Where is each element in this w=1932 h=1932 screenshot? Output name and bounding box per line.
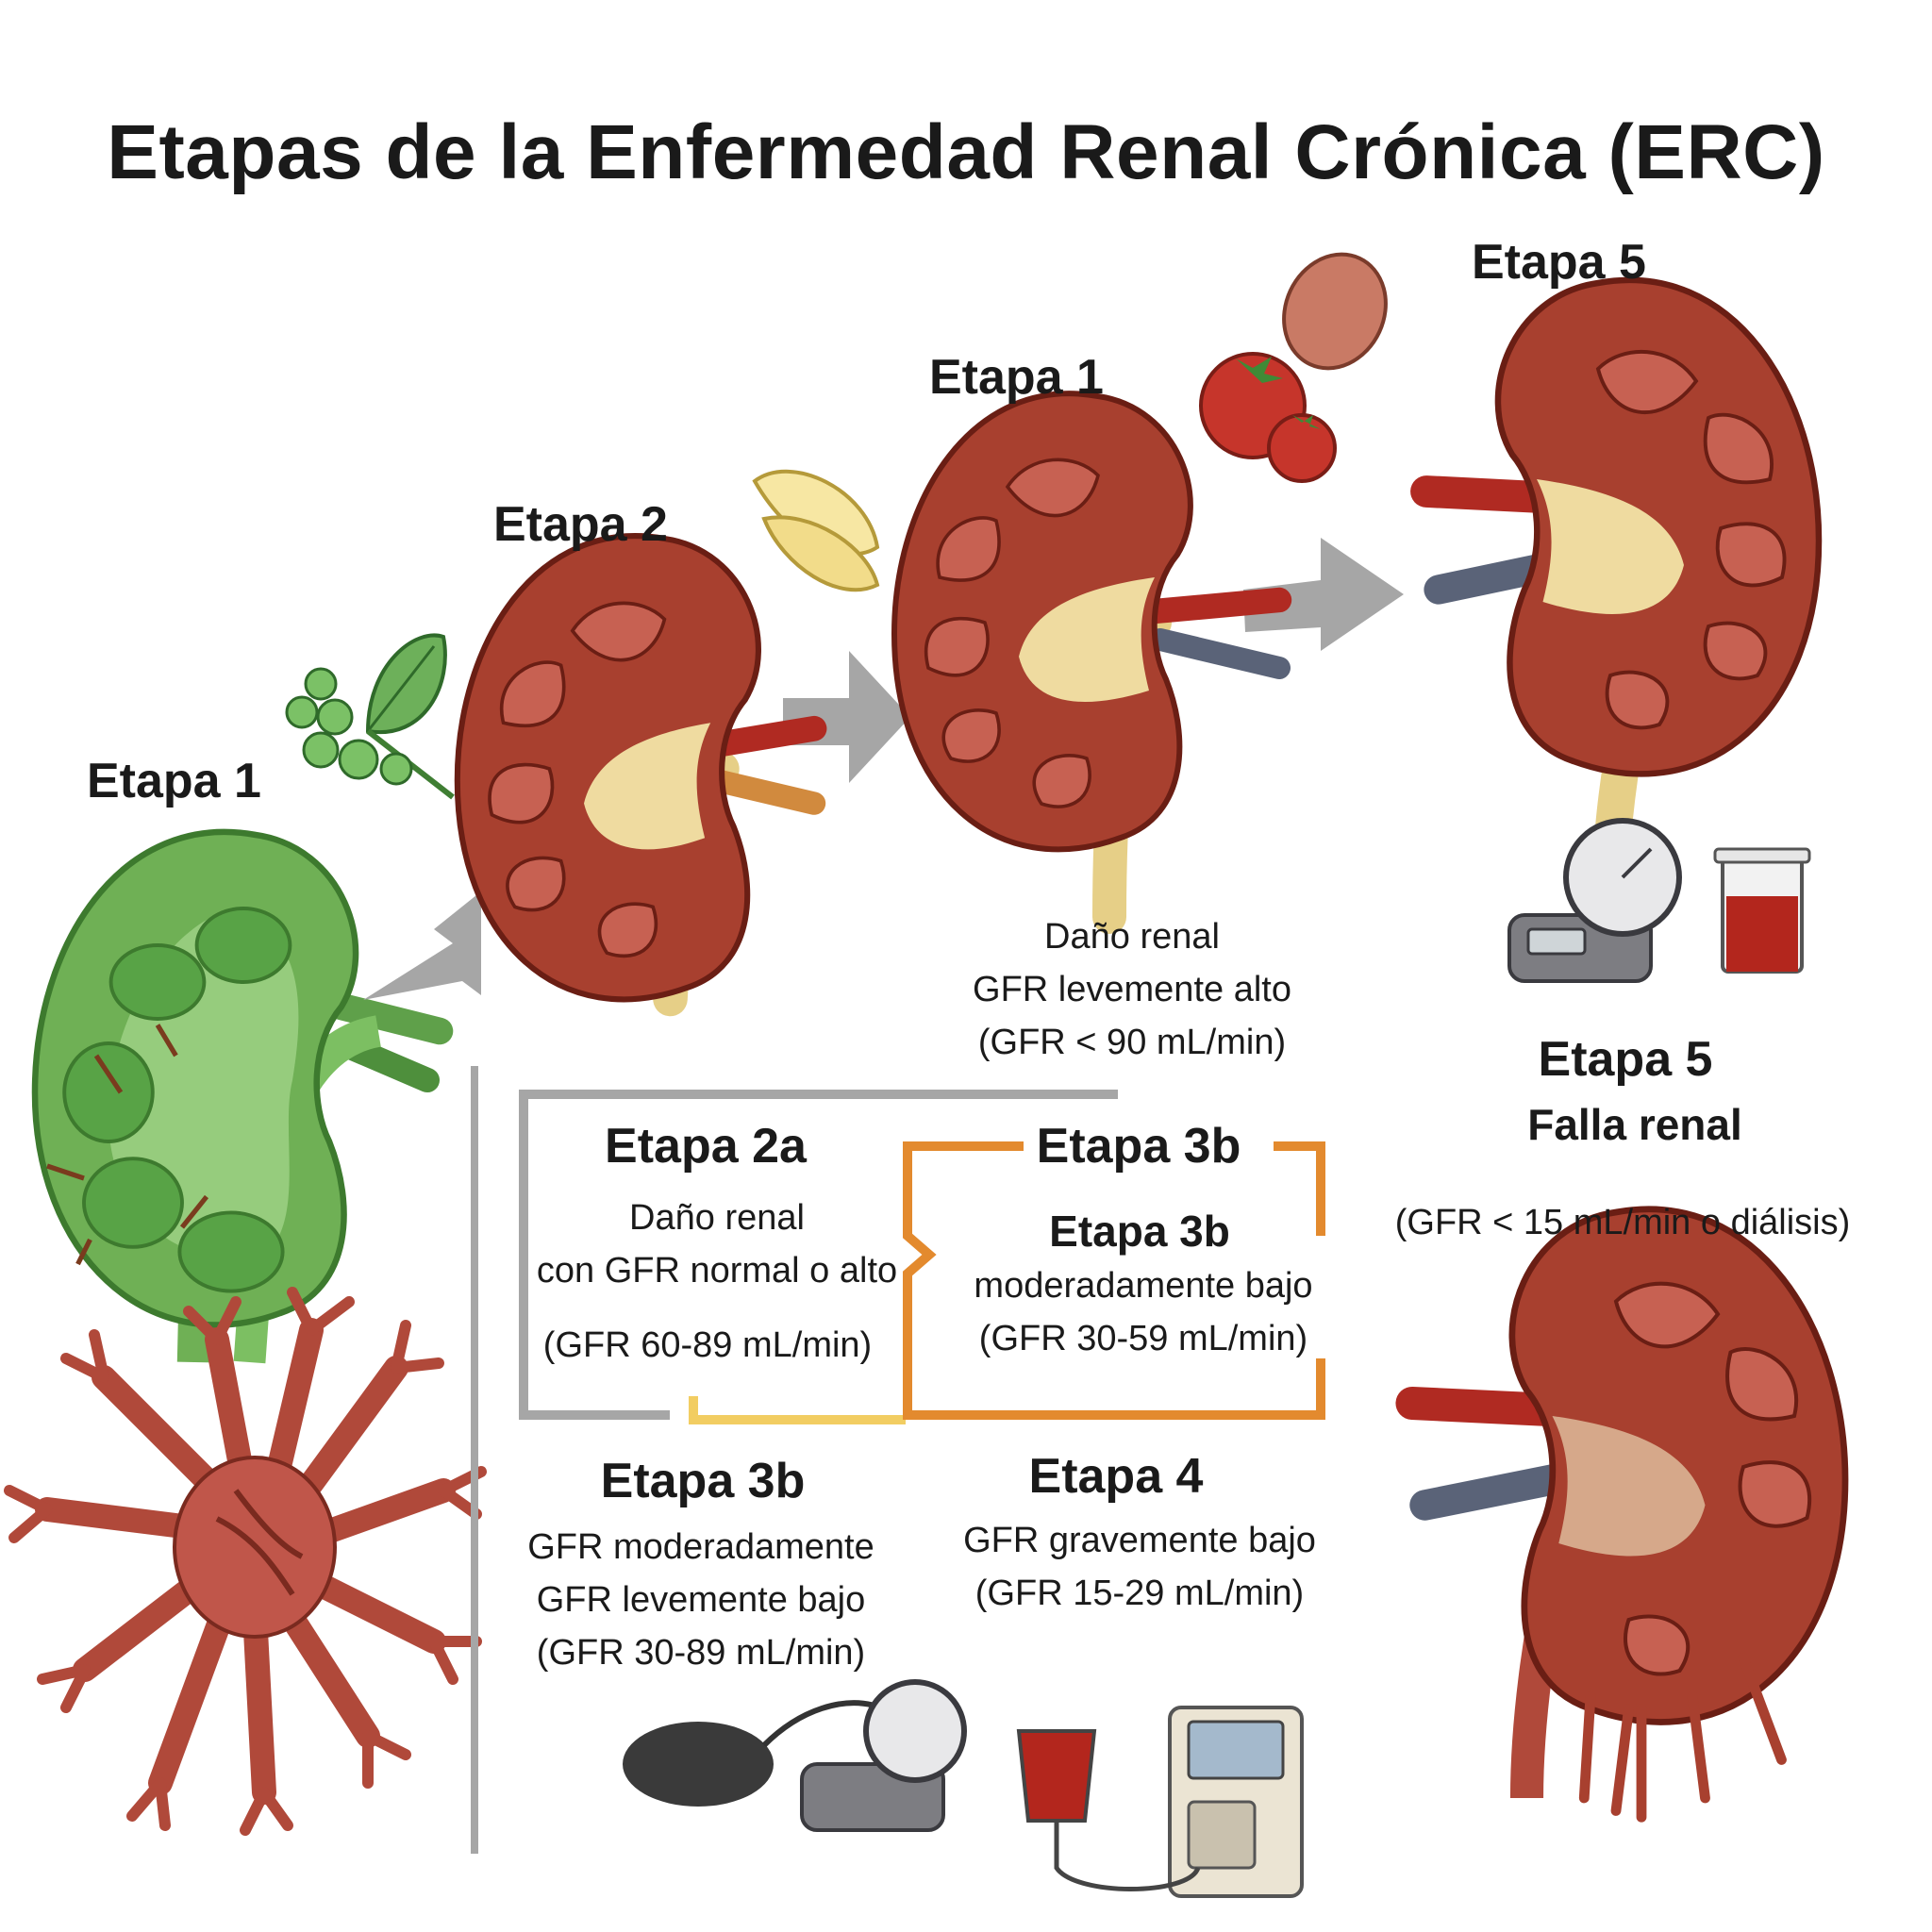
- stage2-label: Etapa 2: [493, 497, 668, 552]
- kidney-icon: [891, 391, 1292, 935]
- stage3b-bottom-line: GFR levemente bajo: [536, 1580, 866, 1620]
- stage1-top-label: Etapa 1: [929, 350, 1104, 405]
- stage3b-bottom-line: (GFR 30-89 mL/min): [536, 1633, 866, 1673]
- leaves-icon: [285, 633, 455, 800]
- blood-pressure-monitor-icon: [623, 1679, 967, 1832]
- stage4-line: (GFR 15-29 mL/min): [974, 1574, 1305, 1613]
- stage4-title: Etapa 4: [1028, 1449, 1204, 1504]
- box-2a-line: Daño renal: [629, 1198, 805, 1238]
- tomato-icon: [1199, 252, 1388, 483]
- stage1-description: Daño renal GFR levemente alto (GFR < 90 …: [973, 910, 1291, 1069]
- box-2a-text: Daño renal con GFR normal o alto: [537, 1191, 897, 1297]
- blood-pressure-monitor-icon: [1507, 818, 1682, 983]
- vein-network-icon: [4, 1287, 487, 1836]
- kidney-icon: [454, 533, 827, 1017]
- box-3b-subtitle: Etapa 3b: [1049, 1207, 1230, 1256]
- stage3b-bottom-title: Etapa 3b: [600, 1454, 806, 1508]
- kidney-icon: [1410, 276, 1823, 915]
- stage3b-bottom-text: GFR moderadamente GFR levemente bajo (GF…: [527, 1521, 874, 1679]
- box-3b-line: (GFR 30-59 mL/min): [978, 1319, 1308, 1358]
- blood-test-tube-icon: [1713, 847, 1811, 974]
- bean-icon: [752, 469, 880, 592]
- box-3b-text: moderadamente bajo (GFR 30-59 mL/min): [974, 1259, 1312, 1365]
- box-3b-line: moderadamente bajo: [974, 1266, 1313, 1306]
- box-2a-line: con GFR normal o alto: [536, 1251, 898, 1291]
- stage5-gfr: (GFR < 15 mL/min o diálisis): [1394, 1203, 1851, 1242]
- page-title: Etapas de la Enfermedad Renal Crónica (E…: [107, 109, 1825, 195]
- stage4-line: GFR gravemente bajo: [963, 1521, 1316, 1560]
- stage-bracket-lines: [471, 1066, 1325, 1854]
- box-3b-title: Etapa 3b: [1036, 1119, 1241, 1174]
- stage5-right-label: Etapa 5: [1538, 1032, 1713, 1087]
- failed-kidney-icon: [1395, 1206, 1849, 1823]
- dialysis-machine-icon: [1016, 1706, 1304, 1898]
- box-2a-gfr: (GFR 60-89 mL/min): [542, 1325, 873, 1365]
- arrow-icon: [363, 538, 1404, 1000]
- stage1-desc-line: Daño renal: [1044, 917, 1220, 957]
- stage5-subtitle: Falla renal: [1527, 1100, 1742, 1149]
- stage1-left-label: Etapa 1: [87, 754, 261, 808]
- stage4-text: GFR gravemente bajo (GFR 15-29 mL/min): [963, 1514, 1316, 1620]
- stage1-desc-line: GFR levemente alto: [973, 970, 1291, 1009]
- stage5-top-label: Etapa 5: [1472, 235, 1646, 290]
- green-kidney-icon: [31, 828, 454, 1364]
- stage3b-bottom-line: GFR moderadamente: [527, 1527, 874, 1567]
- box-2a-title: Etapa 2a: [605, 1119, 807, 1174]
- stage1-desc-line: (GFR < 90 mL/min): [977, 1023, 1287, 1062]
